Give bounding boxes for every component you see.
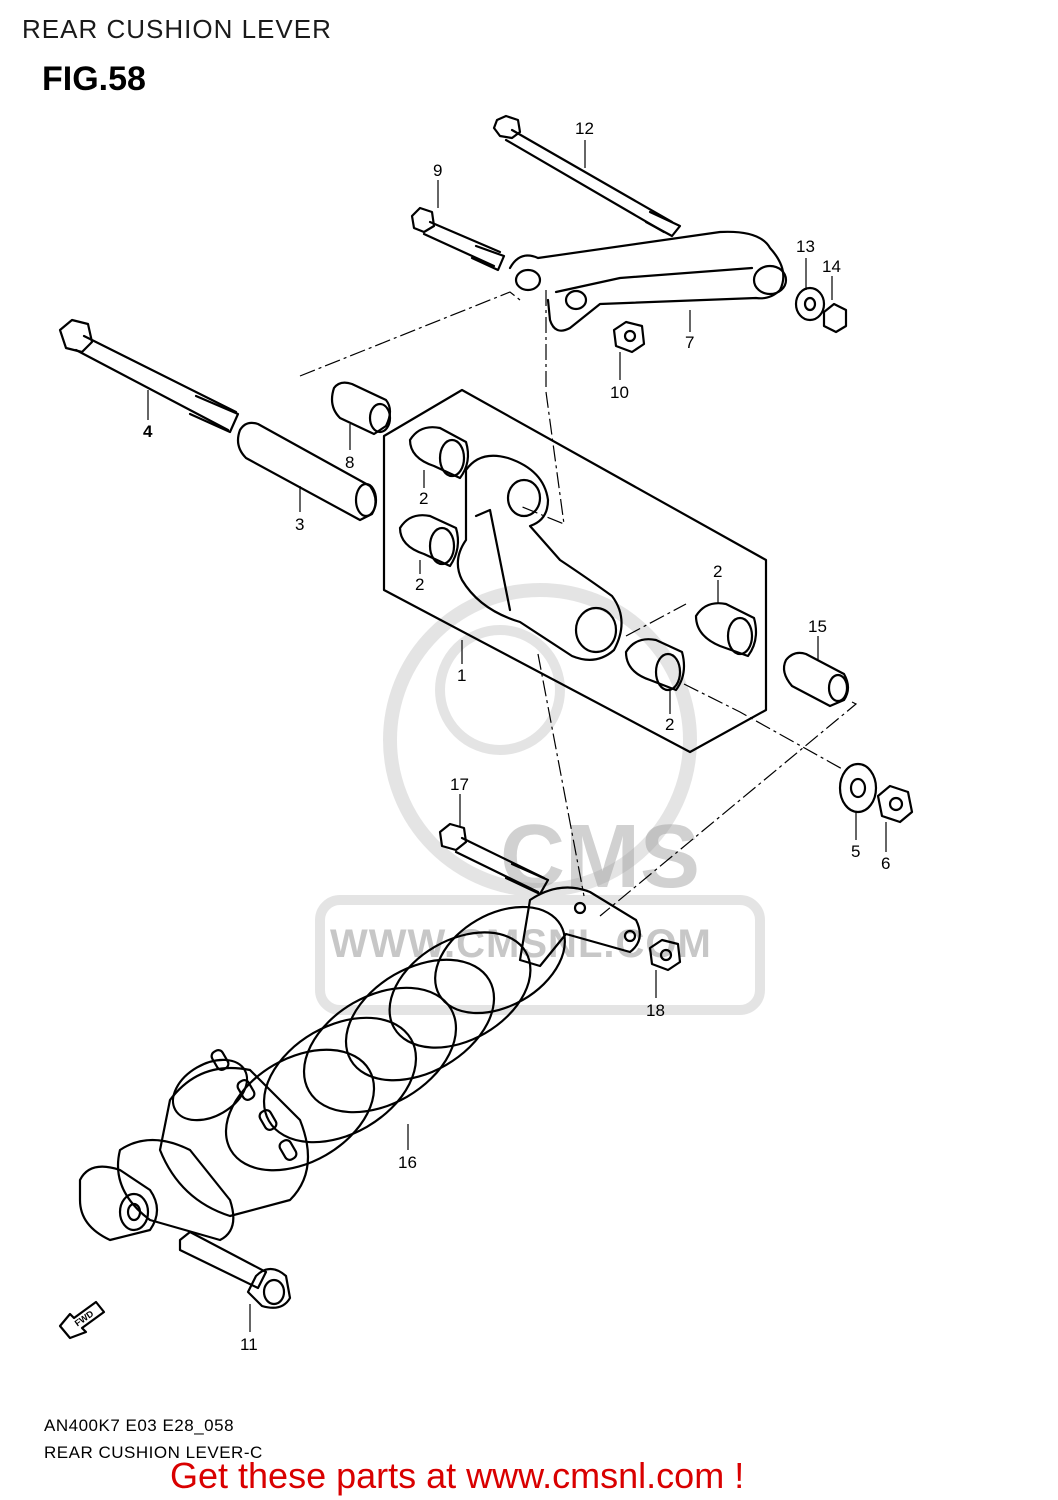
part-13-nut — [822, 302, 848, 334]
part-2-bearing-b — [398, 514, 460, 568]
callout-12: 13 — [796, 237, 815, 256]
callout-10: 10 — [610, 383, 629, 402]
callout-5: 5 — [851, 842, 860, 861]
part-7-rod — [508, 230, 788, 332]
part-6-nut — [876, 784, 914, 824]
part-5-washer — [838, 762, 878, 814]
watermark-logo — [315, 583, 765, 1015]
figure-number: FIG.58 — [42, 60, 146, 98]
part-4-bolt — [58, 318, 240, 434]
callout-9: 9 — [433, 161, 442, 180]
callout-1: 1 — [457, 666, 466, 685]
part-2-bearing-d — [624, 638, 686, 692]
callout-2c: 2 — [713, 562, 722, 581]
part-1-lever — [456, 454, 623, 661]
callout-14: 15 — [808, 617, 827, 636]
diagram-caption: REAR CUSHION LEVER-C — [44, 1443, 263, 1462]
callout-8: 8 — [345, 453, 354, 472]
diagram-code: AN400K7 E03 E28_058 — [44, 1416, 235, 1435]
callout-3: 3 — [295, 515, 304, 534]
part-18-nut — [648, 938, 682, 972]
part-10-nut — [612, 320, 646, 354]
part-2-bearing-a — [408, 426, 470, 480]
callout-7: 7 — [685, 333, 694, 352]
callout-11: 12 — [575, 119, 594, 138]
part-14-collar — [782, 651, 850, 708]
promo-link[interactable]: Get these parts at www.cmsnl.com ! — [170, 1455, 745, 1496]
fwd-arrow-icon — [58, 1300, 106, 1340]
callout-6: 6 — [881, 854, 890, 873]
callout-17: 17 — [450, 775, 469, 794]
callout-18: 18 — [646, 1001, 665, 1020]
part-17-bolt — [438, 822, 550, 896]
part-11-bolt — [492, 114, 682, 238]
callout-2b: 2 — [415, 575, 424, 594]
part-16-bolt — [178, 1230, 292, 1309]
callout-15: 16 — [398, 1153, 417, 1172]
part-3-collar — [236, 421, 378, 522]
callout-2d: 2 — [665, 715, 674, 734]
lever-assembly-box — [382, 388, 768, 754]
callout-4: 4 — [143, 422, 153, 441]
part-15-shock-absorber — [78, 886, 641, 1242]
part-8-collar — [330, 381, 392, 436]
part-9-bolt — [410, 206, 506, 272]
page-title: REAR CUSHION LEVER — [22, 14, 332, 44]
part-2-bearing-c — [694, 602, 758, 658]
callout-13: 14 — [822, 257, 841, 276]
callout-16: 11 — [240, 1335, 258, 1354]
part-12-washer — [794, 286, 826, 322]
callout-2a: 2 — [419, 489, 428, 508]
